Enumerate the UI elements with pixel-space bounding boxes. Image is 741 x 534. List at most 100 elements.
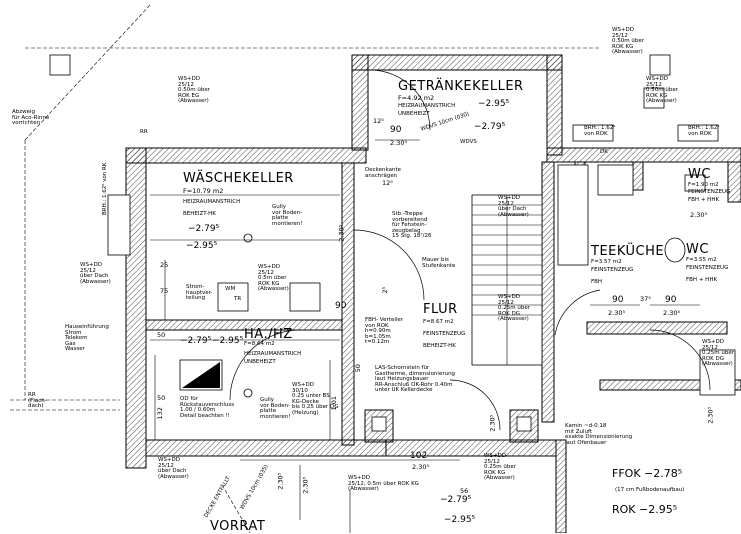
window bbox=[572, 124, 614, 142]
dim-label: 2.30⁵ bbox=[488, 414, 497, 432]
dim-label: 132 bbox=[155, 407, 164, 420]
room-heat: UNBEHEIZT bbox=[398, 111, 430, 117]
room-heat: UNBEHEIZT bbox=[244, 359, 276, 365]
dim-label: 2.30⁵ bbox=[706, 406, 715, 424]
dim-label: 2.30⁵ bbox=[690, 211, 708, 219]
wall bbox=[125, 147, 367, 164]
toilet bbox=[684, 174, 706, 192]
wall bbox=[599, 379, 741, 391]
wall bbox=[632, 161, 644, 191]
dashed-line bbox=[24, 4, 151, 141]
dim-label: 25 bbox=[160, 261, 169, 269]
washing-machine bbox=[217, 282, 249, 312]
room-floor: FEINSTENZEUG bbox=[688, 189, 731, 195]
dim-label: 90 bbox=[612, 295, 624, 305]
dashed-line bbox=[224, 489, 251, 533]
dim-label: 2.30⁵ bbox=[276, 472, 285, 490]
dim-label: 50 bbox=[157, 394, 166, 402]
door-swing bbox=[353, 229, 425, 301]
dim-label: −2.79⁵ bbox=[474, 122, 506, 132]
wall bbox=[351, 54, 563, 71]
note-dk: DK bbox=[600, 149, 608, 155]
dim-label: 2.30⁵ bbox=[390, 139, 408, 147]
wall bbox=[541, 161, 555, 423]
room-flur: FLUR bbox=[423, 302, 458, 317]
door-swing bbox=[554, 289, 601, 336]
kitchen-counter bbox=[597, 164, 634, 196]
dim-label: 90 bbox=[665, 295, 677, 305]
wall bbox=[555, 439, 567, 533]
dim-label: 37⁵ bbox=[640, 295, 651, 303]
room-area: F=3.55 m2 bbox=[686, 257, 717, 263]
dim-label: 12⁵ bbox=[382, 179, 393, 187]
note-strom: Strom-hauptver-teilung bbox=[186, 284, 213, 301]
dim-label: −2.95⁵ bbox=[444, 515, 476, 525]
room-teekueche: TEEKÜCHE bbox=[591, 244, 665, 259]
window bbox=[677, 124, 719, 142]
dim-label: 2.30⁵ bbox=[301, 476, 310, 494]
wall bbox=[341, 162, 355, 446]
dim-label: −2.95⁵ bbox=[212, 336, 244, 346]
window bbox=[107, 194, 131, 256]
wall bbox=[351, 54, 369, 151]
sink bbox=[699, 349, 736, 396]
room-waeschekeller: WÄSCHEKELLER bbox=[183, 171, 294, 186]
dim-label: 2.30⁵ bbox=[412, 463, 430, 471]
room-vorrat: VORRAT bbox=[210, 519, 266, 534]
room-area: F=1.90 m2 bbox=[688, 182, 719, 188]
legend-rok: ROK −2.95⁵ bbox=[612, 503, 678, 516]
legend-ffok-sub: (17 cm Fußbodenaufbau) bbox=[615, 487, 685, 493]
dim-label: 90 bbox=[335, 301, 347, 311]
dim-label: 1.01 bbox=[329, 396, 338, 411]
rr-symbol-icon bbox=[49, 54, 71, 76]
room-floor: HEIZRAUMANSTRICH bbox=[183, 199, 241, 205]
gully-icon bbox=[243, 233, 253, 243]
room-heat: BEHEIZT-HK bbox=[183, 211, 216, 217]
od-triangle-icon bbox=[182, 362, 220, 388]
room-area: F=4.92 m2 bbox=[398, 94, 435, 102]
door-swing bbox=[649, 329, 711, 391]
label-tr: TR bbox=[234, 296, 242, 302]
dim-label: 2⁵ bbox=[381, 286, 390, 294]
dim-label: 12⁵ bbox=[373, 117, 384, 125]
wall bbox=[546, 147, 741, 163]
room-floor: HEIZRAUMANSTRICH bbox=[244, 351, 302, 357]
room-floor: FEINSTENZEUG bbox=[423, 331, 466, 337]
legend-ffok: FFOK −2.78⁵ bbox=[612, 467, 683, 480]
rr-symbol-icon bbox=[643, 87, 665, 109]
door-swing bbox=[229, 329, 301, 401]
dim-label: 2.30⁵ bbox=[608, 309, 626, 317]
room-area: F=8.64 m2 bbox=[244, 341, 275, 347]
room-area: F=3.57 m2 bbox=[591, 259, 622, 265]
dim-label: −2.79⁵ bbox=[188, 224, 220, 234]
chimney-flue bbox=[371, 416, 387, 432]
room-heat: FBH + HHK bbox=[688, 197, 720, 203]
dryer bbox=[289, 282, 321, 312]
wall bbox=[727, 161, 741, 203]
room-floor: HEIZRAUMANSTRICH bbox=[398, 103, 456, 109]
gully-icon bbox=[243, 388, 253, 398]
dim-label: 102 bbox=[410, 451, 428, 461]
